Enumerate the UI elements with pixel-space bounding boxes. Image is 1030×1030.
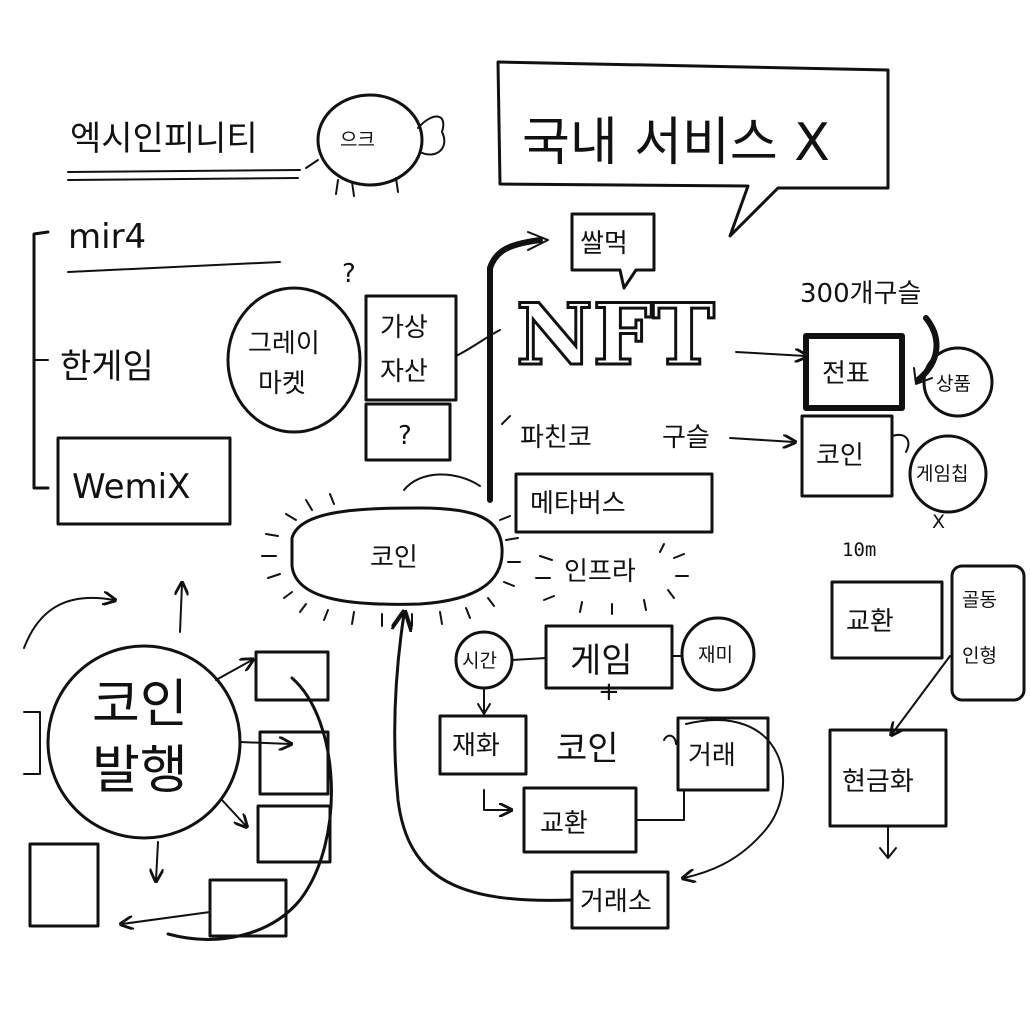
exchange-box-right — [830, 580, 944, 660]
mir4-underline — [67, 261, 281, 273]
connector-arrowhead — [527, 231, 549, 251]
market-text: 거래소 — [580, 887, 652, 917]
small-circle-chip — [908, 434, 988, 514]
trade-box — [676, 716, 770, 792]
big-sweep-curve — [166, 676, 333, 941]
wemix-text: WemiX — [72, 467, 190, 507]
antique-line1: 골동 — [962, 589, 997, 611]
small-circle-chip-text: 게임칩 — [916, 463, 968, 485]
ticket-box — [803, 333, 905, 411]
marble-to-coin-arrow — [729, 438, 794, 442]
issuance-line2: 발행 — [92, 741, 188, 801]
trade-to-market-arrow — [684, 719, 784, 878]
game-text: 게임 — [570, 641, 633, 681]
cycle-arrow-up — [180, 584, 182, 633]
fun-text: 재미 — [698, 644, 733, 666]
virtual-q-text: ? — [398, 421, 412, 451]
marble1-text: 구슬 — [662, 423, 710, 453]
cycle-box-2 — [258, 730, 330, 796]
cycle-arrow-right-2 — [239, 742, 290, 744]
trade-text: 거래 — [688, 741, 736, 771]
coin-center-text: 코인 — [370, 543, 418, 573]
antique-to-cash-arrow — [892, 655, 951, 734]
virtual-q-box — [364, 402, 452, 462]
infra-text: 인프라 — [564, 557, 636, 587]
pachinko-text: 파친코 — [520, 423, 592, 453]
time-down-arrow — [477, 687, 491, 715]
cycle-arrow-right-1 — [215, 660, 252, 681]
metaverse-text: 메타버스 — [530, 489, 626, 519]
note-10m: 10m — [842, 539, 876, 561]
small-circle-goods-text: 상품 — [936, 373, 971, 395]
speech-small-text: 쌀먹 — [580, 229, 628, 259]
coin-link-curve — [891, 434, 910, 453]
coin-trade-hook — [663, 734, 677, 745]
coin-top-curve — [403, 473, 481, 491]
small-circle-goods — [922, 346, 994, 418]
title-text: 엑시인피니티 — [70, 119, 258, 159]
coin-center-shape — [290, 506, 504, 606]
virtual-asset-line1: 가상 — [380, 313, 428, 343]
wemix-box — [56, 436, 232, 526]
speech-bubble-small: 쌀먹 — [570, 212, 656, 290]
nft-to-ticket-arrow — [735, 352, 806, 356]
thick-curve-arrowhead — [913, 367, 933, 385]
virtual-asset-box — [364, 294, 458, 402]
ticket-text: 전표 — [822, 359, 870, 389]
market-to-coin-arrow — [395, 614, 574, 902]
speech-bubble-big: 국내 서비스 X — [496, 60, 890, 238]
gray-market-line1: 그레이 — [248, 329, 320, 359]
infra-rays — [535, 543, 689, 615]
metaverse-box — [514, 472, 714, 534]
fun-circle — [680, 616, 756, 692]
question-mark: ? — [342, 259, 356, 289]
cash-text: 현금화 — [842, 767, 914, 797]
antique-line2: 인형 — [962, 645, 997, 667]
mascot-text: 으크 — [340, 129, 375, 151]
virtual-asset-line2: 자산 — [380, 357, 428, 387]
cycle-arrow-right-3 — [221, 799, 246, 826]
cycle-arrow-top-left — [23, 598, 114, 649]
plus-sign: + — [598, 677, 620, 707]
speech-big-text: 국내 서비스 X — [522, 113, 830, 173]
cycle-box-5 — [28, 842, 100, 928]
goods-to-exchange-arrow — [483, 789, 510, 810]
vertical-connector — [487, 237, 543, 503]
goods-box — [438, 714, 528, 776]
cash-down-arrow — [879, 825, 897, 859]
gray-market-line2: 마켓 — [258, 369, 306, 399]
cycle-box-3 — [256, 804, 332, 864]
title-underline — [67, 169, 301, 181]
cycle-box-6-partial — [23, 711, 41, 775]
marble-label: 300개구슬 — [800, 279, 921, 309]
exchange-bottom-text: 교환 — [540, 809, 588, 839]
cycle-arrow-down — [156, 841, 158, 880]
x-mark: X — [932, 511, 945, 533]
gray-market-circle — [226, 286, 362, 434]
left-item-hangame: 한게임 — [60, 347, 154, 387]
cycle-box-4 — [208, 878, 288, 938]
cycle-box-1 — [254, 650, 330, 702]
coin-right-text: 코인 — [816, 441, 864, 471]
nft-text: NFT — [516, 285, 715, 384]
coin-box-right — [800, 414, 894, 498]
pachinko-tick — [501, 415, 511, 425]
left-item-mir4: mir4 — [68, 217, 146, 257]
cycle-arrow-bottom-left — [122, 911, 211, 924]
goods-text: 재화 — [452, 731, 500, 761]
exchange-to-trade-line — [635, 789, 685, 821]
antique-box — [950, 564, 1026, 702]
issuance-line1: 코인 — [92, 675, 188, 735]
time-to-game-line — [511, 657, 547, 661]
bottom-coin-text: 코인 — [556, 729, 619, 769]
exchange-right-text: 교환 — [846, 607, 894, 637]
time-text: 시간 — [462, 650, 497, 672]
asset-to-connector — [455, 329, 501, 357]
mascot-icon: 으크 — [305, 93, 446, 197]
